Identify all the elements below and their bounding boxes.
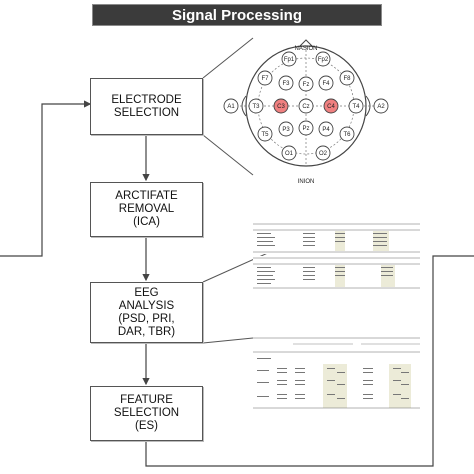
electrode-t6 xyxy=(339,126,355,142)
feature-selection-line-3: (ES) xyxy=(135,420,158,432)
electrode-c4 xyxy=(323,98,339,114)
zoom-line-bottom xyxy=(202,134,254,176)
electrode-label-pz: Pz xyxy=(302,126,309,132)
electrode-p3 xyxy=(278,121,294,137)
electrode-label-f8: F8 xyxy=(343,76,351,82)
electrode-t3 xyxy=(248,98,264,114)
output-loop-line xyxy=(145,255,474,467)
results-table-3-grid xyxy=(253,337,420,409)
electrode-label-a1: A1 xyxy=(227,104,235,110)
feature-selection-box: FEATURE SELECTION (ES) xyxy=(90,386,203,441)
electrode-t4 xyxy=(348,98,364,114)
electrode-label-f3: F3 xyxy=(282,81,290,87)
electrode-f3 xyxy=(278,75,294,91)
electrode-label-c4: C4 xyxy=(327,104,335,110)
electrode-f8 xyxy=(339,70,355,86)
artifact-removal-line-2: REMOVAL xyxy=(118,203,175,215)
electrode-label-a2: A2 xyxy=(377,104,385,110)
electrode-t5 xyxy=(257,126,273,142)
eeg-analysis-line-2: ANALYSIS xyxy=(118,299,175,312)
electrode-selection-line-2: SELECTION xyxy=(113,106,180,119)
artifact-removal-box: ARCTIFATE REMOVAL (ICA) xyxy=(90,182,203,237)
nasion-label: NASION xyxy=(294,46,317,52)
electrode-f7 xyxy=(257,70,273,86)
results-table-1 xyxy=(253,222,420,254)
electrode-a2 xyxy=(373,98,389,114)
electrode-label-o1: O1 xyxy=(285,151,294,157)
eeg-analysis-line-3: (PSD, PRI, xyxy=(118,312,175,325)
feedback-loop-line xyxy=(0,100,92,257)
eeg-analysis-line-1: EEG xyxy=(134,286,159,299)
results-table-3 xyxy=(253,336,420,410)
eeg-analysis-line-4: DAR, TBR) xyxy=(117,325,176,338)
electrode-label-t3: T3 xyxy=(252,104,260,110)
electrode-label-fz: Fz xyxy=(303,82,310,88)
electrode-fp2 xyxy=(315,51,331,67)
electrode-label-fp1: Fp1 xyxy=(284,57,295,63)
electrode-label-c3: C3 xyxy=(277,104,285,110)
electrode-c3 xyxy=(273,98,289,114)
results-table-2 xyxy=(253,256,420,290)
electrode-f4 xyxy=(318,75,334,91)
results-table-2-grid xyxy=(253,257,420,289)
electrode-a1 xyxy=(223,98,239,114)
inion-label: INION xyxy=(298,179,315,185)
eeg-analysis-box: EEG ANALYSIS (PSD, PRI, DAR, TBR) xyxy=(90,282,203,343)
electrode-selection-box: ELECTRODE SELECTION xyxy=(90,78,203,135)
electrode-label-fp2: Fp2 xyxy=(318,57,329,63)
results-table-1-grid xyxy=(253,223,420,253)
electrode-label-cz: Cz xyxy=(302,104,309,110)
electrode-fp1 xyxy=(281,51,297,67)
nose xyxy=(298,39,314,48)
feature-selection-line-1: FEATURE xyxy=(120,394,173,406)
electrode-label-f7: F7 xyxy=(261,76,269,82)
zoom-line-tables-bottom xyxy=(202,337,254,344)
electrode-label-t6: T6 xyxy=(343,132,351,138)
electrode-o2 xyxy=(315,145,331,161)
electrode-label-f4: F4 xyxy=(322,81,330,87)
electrode-label-p3: P3 xyxy=(282,127,290,133)
electrode-label-o2: O2 xyxy=(319,151,328,157)
electrode-label-p4: P4 xyxy=(322,127,330,133)
artifact-removal-line-3: (ICA) xyxy=(133,216,160,228)
artifact-removal-line-1: ARCTIFATE xyxy=(115,190,178,202)
zoom-line-top xyxy=(202,37,254,79)
signal-processing-header: Signal Processing xyxy=(92,4,382,26)
electrode-label-t4: T4 xyxy=(352,104,360,110)
feature-selection-line-2: SELECTION xyxy=(113,407,180,419)
electrode-p4 xyxy=(318,121,334,137)
electrode-selection-line-1: ELECTRODE xyxy=(111,93,182,106)
electrode-o1 xyxy=(281,145,297,161)
electrode-cz xyxy=(298,98,314,114)
header-title: Signal Processing xyxy=(171,6,303,24)
electrode-label-t5: T5 xyxy=(261,132,269,138)
electrode-pz xyxy=(298,120,314,136)
electrode-fz xyxy=(298,76,314,92)
